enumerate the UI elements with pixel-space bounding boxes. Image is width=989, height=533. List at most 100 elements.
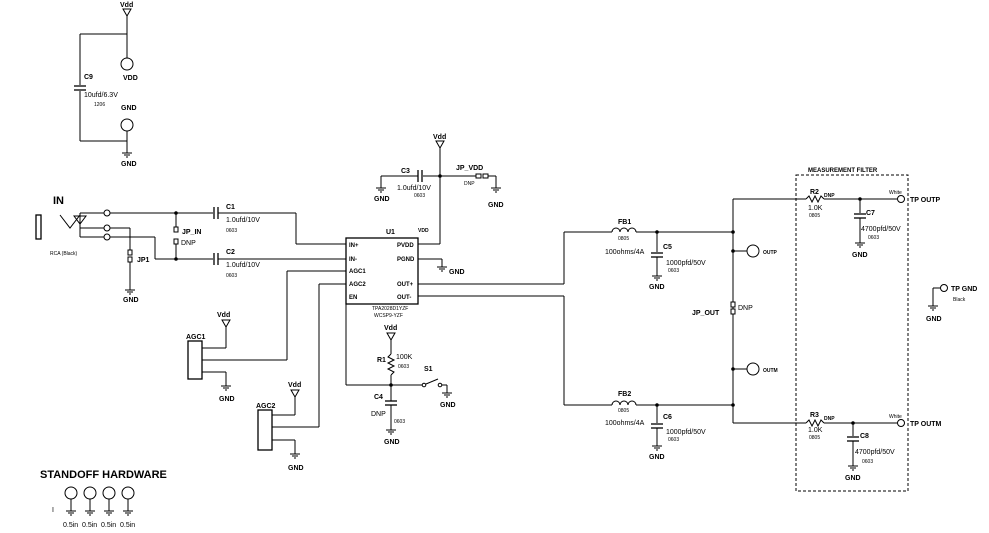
measurement-filter-title: MEASUREMENT FILTER <box>808 168 878 174</box>
agc2-vdd-label: Vdd <box>288 382 301 389</box>
r2-value: 1.0K <box>808 205 823 212</box>
u1-pin-in-minus: IN- <box>349 257 357 263</box>
gnd-net-label: GND <box>121 161 137 168</box>
c9-ref: C9 <box>84 74 93 81</box>
s1-ref: S1 <box>424 366 433 373</box>
jp-vdd-jumper[interactable] <box>475 173 482 179</box>
tp-outm-test-point[interactable] <box>897 419 905 427</box>
c1-ref: C1 <box>226 204 235 211</box>
r3-pkg: 0805 <box>809 435 820 441</box>
fb1-ref: FB1 <box>618 219 631 226</box>
standoff-1 <box>64 486 78 500</box>
u1-vdd-label: Vdd <box>433 134 446 141</box>
enable-section: Vdd R1 100K 0603 S1 GND C4 DNP 0603 GND <box>346 325 456 446</box>
agc2-gnd-label: GND <box>288 465 304 472</box>
r3-value: 1.0K <box>808 427 823 434</box>
u1-pin-agc1: AGC1 <box>349 269 366 275</box>
pgnd-gnd-label: GND <box>449 269 465 276</box>
rca-terminal-2 <box>103 224 111 232</box>
measurement-filter-box <box>795 174 909 492</box>
c9-supply-section: Vdd VDD C9 10ufd/6.3V 1206 GND GND <box>74 2 138 168</box>
s1-switch[interactable] <box>421 382 427 388</box>
r2-ref: R2 <box>810 189 819 196</box>
tp-gnd-test-point[interactable] <box>940 284 948 292</box>
u1-vdd-arrow-icon <box>435 140 445 150</box>
rca-jack-label: RCA (Black) <box>50 251 78 257</box>
jp-out-jumper[interactable] <box>730 301 736 308</box>
output-section: FB1 0805 100ohms/4A GND C5 1000pfd/50V 0… <box>418 198 806 461</box>
standoff-1-size: 0.5in <box>63 522 78 529</box>
agc2-label: AGC2 <box>256 403 276 410</box>
c2-value: 1.0ufd/10V <box>226 262 260 269</box>
c5-value: 1000pfd/50V <box>666 260 706 267</box>
r1-value: 100K <box>396 354 413 361</box>
u1-pkg: WCSP9-YZF <box>374 313 403 319</box>
c7-gnd-label: GND <box>852 252 868 259</box>
vdd-pin-label: VDD <box>123 75 138 82</box>
agc2-header[interactable] <box>257 409 273 451</box>
c8-ref: C8 <box>860 433 869 440</box>
tp-outp-test-point[interactable] <box>897 195 905 203</box>
tp-gnd-color: Black <box>953 297 966 303</box>
c7-ref: C7 <box>866 210 875 217</box>
c5-gnd-label: GND <box>649 284 665 291</box>
c4-value: DNP <box>371 411 386 418</box>
u1-pin-pvdd: PVDD <box>397 243 414 249</box>
r3-resistor <box>805 418 825 428</box>
u1-pin-out-minus: OUT- <box>397 295 411 301</box>
c7-pkg: 0603 <box>868 235 879 241</box>
agc-headers: AGC1 Vdd GND AGC2 Vdd GND <box>186 312 319 472</box>
agc1-label: AGC1 <box>186 334 206 341</box>
jp-in-ref: JP_IN <box>182 229 201 236</box>
u1-pin-pgnd: PGND <box>397 257 415 263</box>
jp-vdd-ref: JP_VDD <box>456 165 483 172</box>
outp-test-point[interactable] <box>746 244 760 258</box>
gnd-test-point[interactable] <box>120 118 134 132</box>
vdd-test-point[interactable] <box>120 57 134 71</box>
c3-pkg: 0603 <box>414 193 425 199</box>
agc1-vdd-label: Vdd <box>217 312 230 319</box>
standoff-title: STANDOFF HARDWARE <box>40 469 167 481</box>
u1-vdd-tag: VDD <box>418 228 429 234</box>
jp1-jumper[interactable] <box>127 249 133 256</box>
jp-out-ref: JP_OUT <box>692 310 720 317</box>
c8-value: 4700pfd/50V <box>855 449 895 456</box>
rca-jack-body <box>35 214 42 240</box>
c3-gnd-label: GND <box>374 196 390 203</box>
r2-resistor <box>805 194 825 204</box>
c2-pkg: 0603 <box>226 273 237 279</box>
tp-outp-label: TP OUTP <box>910 197 941 204</box>
r1-vdd-arrow-icon <box>386 332 396 342</box>
agc2-vdd-arrow-icon <box>290 389 300 399</box>
jp-in-dnp: DNP <box>181 240 196 247</box>
standoff-3 <box>102 486 116 500</box>
standoff-4 <box>121 486 135 500</box>
standoff-2-size: 0.5in <box>82 522 97 529</box>
fb2-ref: FB2 <box>618 391 631 398</box>
u1-section: U1 VDD IN+ IN- AGC1 AGC2 EN PVDD PGND OU… <box>286 134 504 427</box>
c9-value: 10ufd/6.3V <box>84 92 118 99</box>
c5-pkg: 0603 <box>668 268 679 274</box>
c6-value: 1000pfd/50V <box>666 429 706 436</box>
tp-outp-color: White <box>889 190 902 196</box>
fb1-ferrite-bead <box>611 227 637 233</box>
jp-in-jumper[interactable] <box>173 226 179 233</box>
u1-chip <box>345 237 419 305</box>
r3-dnp: DNP <box>824 416 835 422</box>
fb2-pkg: 0805 <box>618 408 629 414</box>
tp-gnd-label: TP GND <box>951 286 977 293</box>
standoff-mark: I <box>52 507 54 514</box>
u1-ref: U1 <box>386 229 395 236</box>
u1-pin-in-plus: IN+ <box>349 243 359 249</box>
standoff-3-size: 0.5in <box>101 522 116 529</box>
c1-value: 1.0ufd/10V <box>226 217 260 224</box>
standoff-4-size: 0.5in <box>120 522 135 529</box>
tp-gnd-section: TP GND Black GND <box>926 284 977 323</box>
jp1-ref: JP1 <box>137 257 150 264</box>
jp-vdd-gnd-label: GND <box>488 202 504 209</box>
agc1-header[interactable] <box>187 340 203 380</box>
jp1-gnd-label: GND <box>123 297 139 304</box>
outm-test-point[interactable] <box>746 362 760 376</box>
fb1-value: 100ohms/4A <box>605 249 645 256</box>
r1-pkg: 0603 <box>398 364 409 370</box>
